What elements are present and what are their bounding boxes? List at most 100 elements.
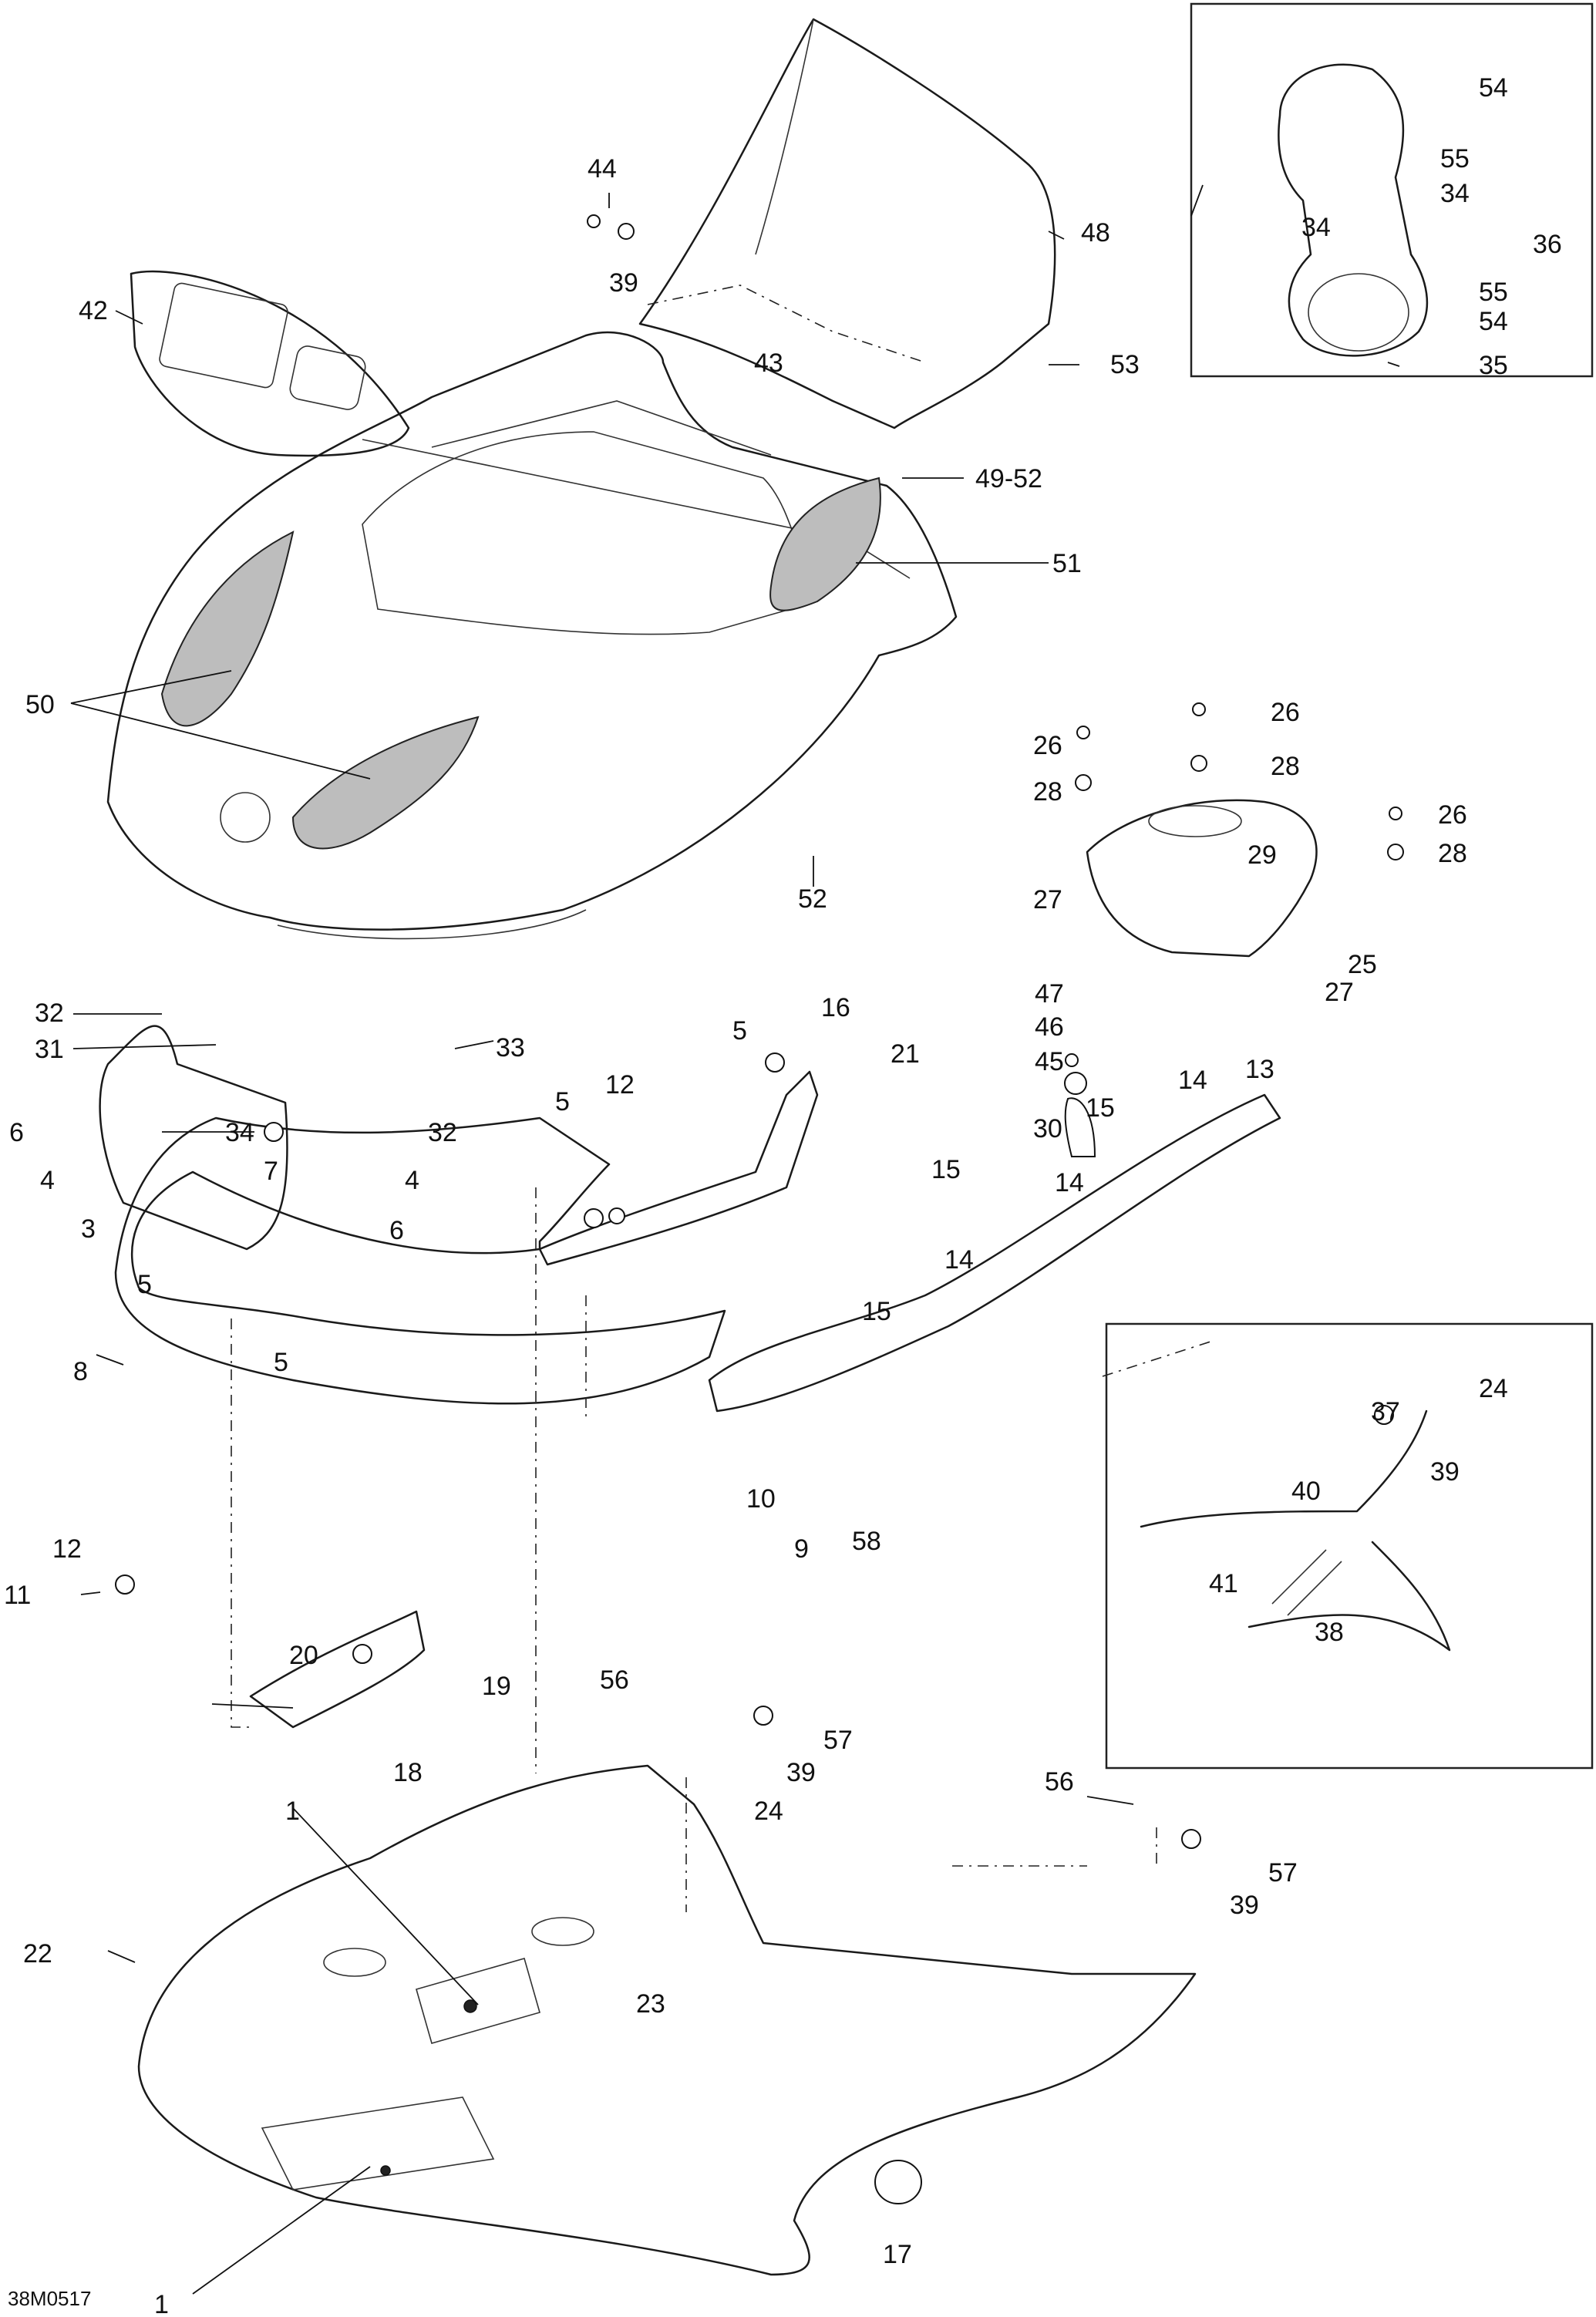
callout-36: 36 <box>1533 230 1562 259</box>
callout-17: 17 <box>883 2240 912 2269</box>
bumper-support <box>99 1025 288 1251</box>
callout-46: 46 <box>1035 1012 1064 1042</box>
callout-9: 9 <box>794 1534 809 1564</box>
callout-56: 56 <box>600 1665 629 1695</box>
callout-10: 10 <box>746 1484 776 1514</box>
callout-26c: 26 <box>1438 800 1467 830</box>
callout-38: 38 <box>1315 1618 1344 1647</box>
callout-13: 13 <box>1245 1055 1274 1084</box>
inset-box-mirror <box>1190 2 1594 378</box>
callout-18: 18 <box>393 1758 423 1787</box>
callout-28: 28 <box>1033 777 1062 807</box>
callout-26b: 26 <box>1271 698 1300 727</box>
callout-45: 45 <box>1035 1047 1064 1076</box>
callout-28b: 28 <box>1271 752 1300 781</box>
callout-50: 50 <box>25 690 55 719</box>
callout-40: 40 <box>1291 1477 1321 1506</box>
callout-15c: 15 <box>862 1297 891 1326</box>
callout-39: 39 <box>609 268 638 298</box>
fasteners <box>115 214 1404 1849</box>
callout-52: 52 <box>798 884 827 914</box>
grille-mesh-left <box>160 530 295 727</box>
callout-14c: 14 <box>944 1245 974 1275</box>
callout-35: 35 <box>1479 351 1508 380</box>
callout-55b: 55 <box>1479 278 1508 307</box>
callout-12b: 12 <box>52 1534 82 1564</box>
grille-mesh-lower <box>291 716 480 850</box>
callout-39c: 39 <box>786 1758 816 1787</box>
callout-4: 4 <box>40 1166 55 1195</box>
callout-55: 55 <box>1440 144 1470 173</box>
assembly-lines <box>231 1187 1211 1912</box>
callout-27b: 27 <box>1325 978 1354 1007</box>
windshield <box>638 18 1056 429</box>
callout-1b: 1 <box>154 2290 169 2313</box>
callout-57b: 57 <box>1268 1858 1298 1888</box>
callout-4b: 4 <box>405 1166 419 1195</box>
callout-57: 57 <box>823 1726 853 1755</box>
callout-29: 29 <box>1248 840 1277 870</box>
callout-21: 21 <box>891 1039 920 1069</box>
callout-34b: 34 <box>1301 213 1331 242</box>
grille-mesh-right <box>769 477 881 611</box>
callout-14: 14 <box>1178 1066 1207 1095</box>
air-cover <box>1086 799 1318 958</box>
rear-bumper-rail <box>708 1093 1281 1413</box>
skid-bracket <box>249 1610 426 1729</box>
callout-48: 48 <box>1081 218 1110 248</box>
callout-20: 20 <box>289 1641 318 1670</box>
callout-44: 44 <box>588 154 617 184</box>
callout-42: 42 <box>79 296 108 325</box>
callout-51: 51 <box>1052 549 1082 578</box>
callout-37: 37 <box>1371 1397 1400 1426</box>
callout-6: 6 <box>9 1118 24 1147</box>
mirror-assembly <box>1278 63 1429 357</box>
callout-54: 54 <box>1479 73 1508 103</box>
callout-43: 43 <box>754 349 783 378</box>
dash-panel <box>130 270 410 457</box>
callout-5: 5 <box>137 1270 152 1299</box>
callout-54b: 54 <box>1479 307 1508 336</box>
callout-5b: 5 <box>274 1348 288 1377</box>
callout-7: 7 <box>264 1157 278 1186</box>
callout-5c: 5 <box>732 1016 747 1046</box>
callout-53: 53 <box>1110 350 1140 379</box>
drain-plug <box>874 2160 922 2204</box>
callout-56b: 56 <box>1045 1767 1074 1797</box>
leader-lines <box>70 184 1400 2295</box>
front-bumper <box>114 1116 726 1405</box>
hood <box>106 331 958 940</box>
callout-28c: 28 <box>1438 839 1467 868</box>
callout-22: 22 <box>23 1939 52 1968</box>
callout-39b: 39 <box>1430 1457 1460 1487</box>
callout-3: 3 <box>81 1214 96 1244</box>
callout-33: 33 <box>496 1033 525 1063</box>
callout-49-52: 49-52 <box>975 464 1042 493</box>
callout-11: 11 <box>4 1581 31 1610</box>
callout-30: 30 <box>1033 1114 1062 1143</box>
callout-58: 58 <box>852 1527 881 1556</box>
belly-pan <box>137 1764 1197 2276</box>
callout-31: 31 <box>35 1035 64 1064</box>
callout-23: 23 <box>636 1989 665 2019</box>
callout-25: 25 <box>1348 950 1377 979</box>
callout-34: 34 <box>1440 179 1470 208</box>
side-bracket <box>538 1070 819 1266</box>
tether-cord <box>1140 1409 1451 1652</box>
callout-15: 15 <box>1086 1093 1115 1123</box>
callout-8: 8 <box>73 1357 88 1386</box>
callout-41: 41 <box>1209 1569 1238 1598</box>
callout-19: 19 <box>482 1672 511 1701</box>
callout-16: 16 <box>821 993 850 1022</box>
callout-6b: 6 <box>389 1216 404 1245</box>
callout-34c: 34 <box>225 1118 254 1147</box>
callout-5d: 5 <box>555 1087 570 1116</box>
callout-24b: 24 <box>754 1797 783 1826</box>
callout-32b: 32 <box>428 1118 457 1147</box>
callout-47: 47 <box>1035 979 1064 1009</box>
callout-14b: 14 <box>1055 1168 1084 1197</box>
callout-labels: 44 39 42 48 43 53 49-52 51 50 52 54 55 3… <box>4 73 1562 2317</box>
callout-15b: 15 <box>931 1155 961 1184</box>
callout-26: 26 <box>1033 731 1062 760</box>
